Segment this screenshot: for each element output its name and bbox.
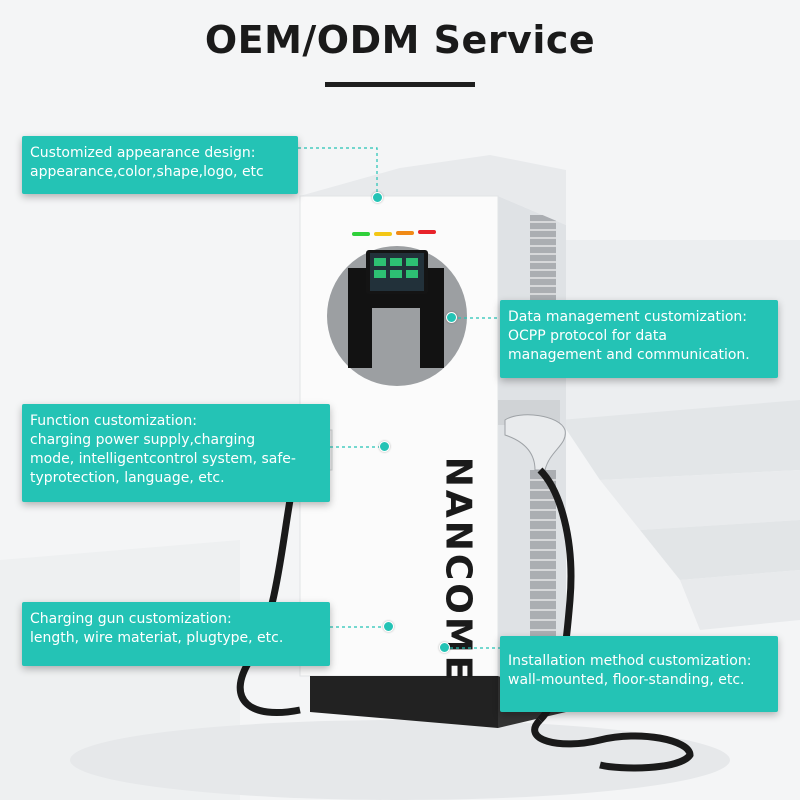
charging-gun-card: Charging gun customization: length, wire… [22,602,330,666]
card-heading: Charging gun customization: [30,611,232,627]
install-marker-dot [439,642,450,653]
charging-gun [504,414,566,471]
installation-method-card: Installation method customization: wall-… [500,636,778,712]
card-text: management and communication. [508,347,750,363]
card-text: wall-mounted, floor-standing, etc. [508,672,745,688]
title-underline [325,82,475,87]
card-text: appearance,color,shape,logo, etc [30,164,264,180]
led-yellow [374,232,392,236]
card-text: charging power supply,charging [30,432,256,448]
card-heading: Installation method customization: [508,653,752,669]
card-heading: Function customization: [30,413,197,429]
data-marker-dot [446,312,457,323]
page-title: OEM/ODM Service [204,18,596,62]
base [310,676,498,728]
led-orange [396,231,414,235]
card-heading: Customized appearance design: [30,145,256,161]
card-text: typrotection, language, etc. [30,470,225,486]
data-management-card: Data management customization: OCPP prot… [500,300,778,378]
card-heading: Data management customization: [508,309,748,325]
card-text: mode, intelligentcontrol system, safe- [30,451,296,467]
gun-marker-dot [383,621,394,632]
led-red [418,230,436,234]
led-green [352,232,370,236]
function-customization-card: Function customization: charging power s… [22,404,330,502]
card-text: OCPP protocol for data [508,328,667,344]
appearance-marker-dot [372,192,383,203]
appearance-customization-card: Customized appearance design: appearance… [22,136,298,194]
card-text: length, wire materiat, plugtype, etc. [30,630,284,646]
function-marker-dot [379,441,390,452]
